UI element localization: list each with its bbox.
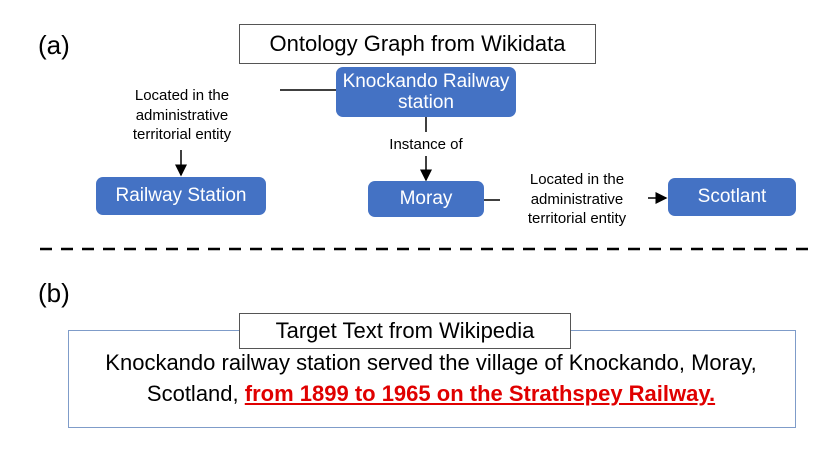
edge-label-located-in-right: Located in the administrative territoria… — [527, 171, 627, 227]
node-knockando-label: Knockando Railway station — [342, 70, 510, 113]
node-scotlant: Scotlant — [668, 178, 796, 216]
target-text-title: Target Text from Wikipedia — [239, 313, 571, 349]
node-railway-station-label: Railway Station — [115, 185, 247, 207]
node-knockando-railway-station: Knockando Railway station — [336, 67, 516, 117]
node-scotlant-label: Scotlant — [697, 186, 767, 208]
target-text-body: Knockando railway station served the vil… — [70, 348, 792, 410]
ontology-graph-title-text: Ontology Graph from Wikidata — [269, 31, 566, 56]
node-moray: Moray — [368, 181, 484, 217]
node-railway-station: Railway Station — [96, 177, 266, 215]
edge-label-instance-of: Instance of — [389, 136, 463, 153]
panel-a-label: (a) — [38, 30, 70, 60]
target-text-highlight: from 1899 to 1965 on the Strathspey Rail… — [244, 380, 716, 406]
edge-label-located-in-left: Located in the administrative territoria… — [132, 87, 232, 143]
panel-b-label: (b) — [38, 278, 70, 308]
ontology-graph-title: Ontology Graph from Wikidata — [239, 24, 596, 64]
target-text-title-text: Target Text from Wikipedia — [275, 318, 535, 343]
node-moray-label: Moray — [399, 188, 453, 210]
target-text-plain: Knockando railway station served the vil… — [105, 350, 757, 406]
